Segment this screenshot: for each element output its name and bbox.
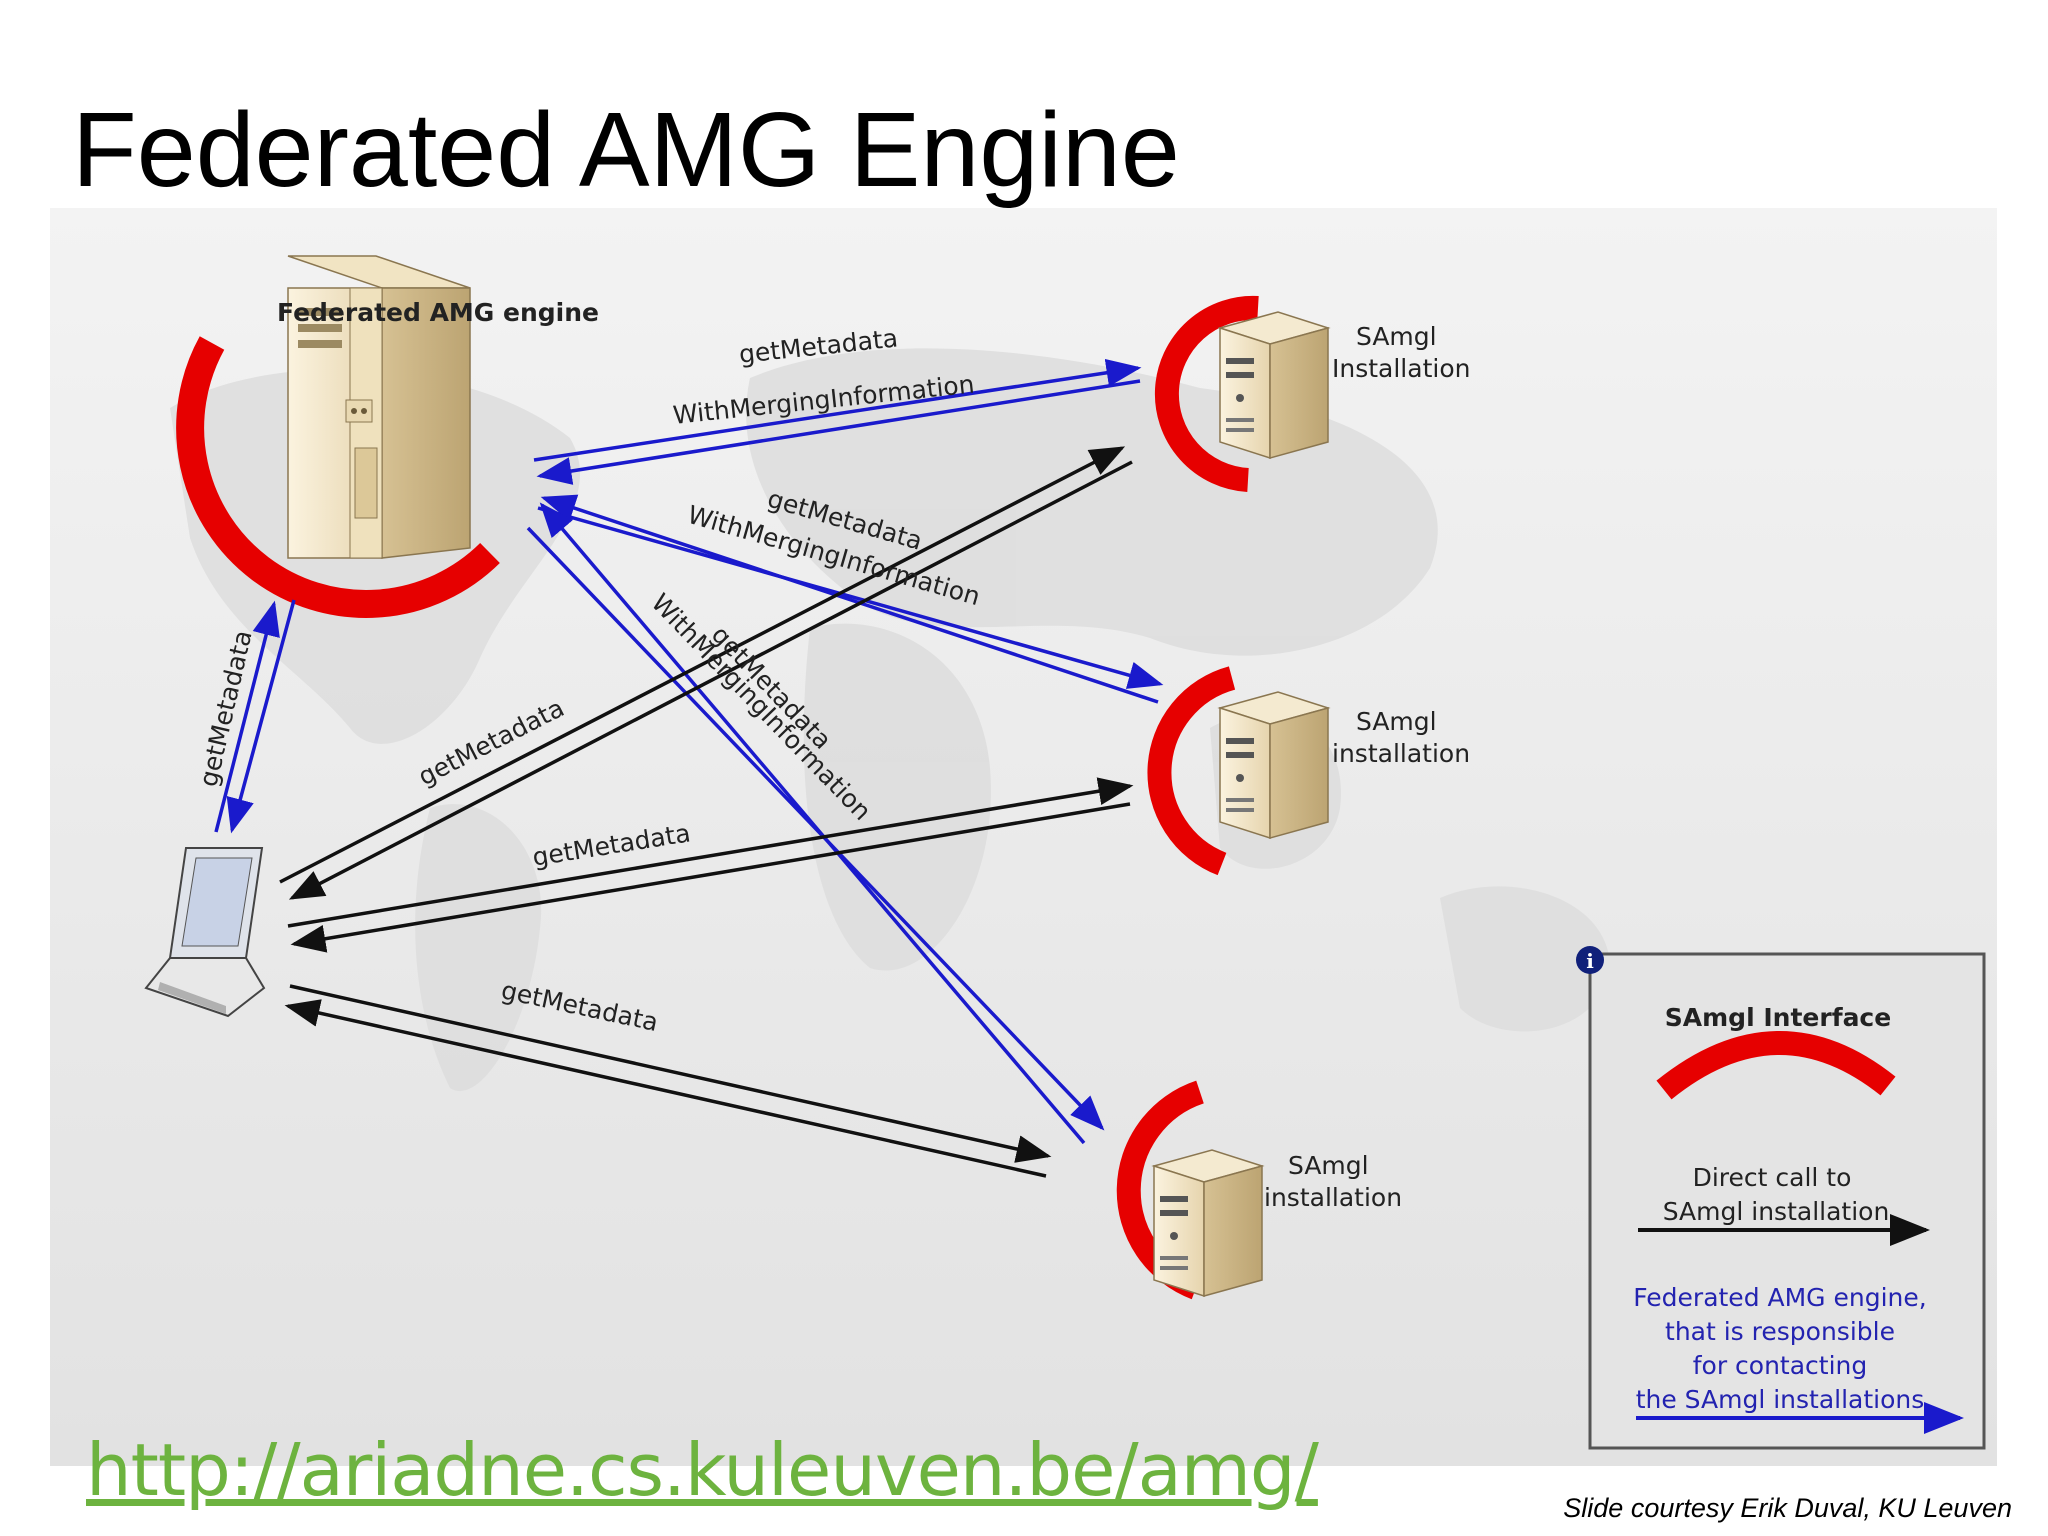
legend-direct-line1: Direct call to <box>1693 1163 1852 1192</box>
arrow-client-to-middle <box>287 777 1134 928</box>
federated-arrows <box>214 358 1164 1145</box>
legend-fed-line1: Federated AMG engine, <box>1633 1283 1926 1312</box>
info-icon: i <box>1576 946 1604 974</box>
engine-interface-arc <box>176 336 500 618</box>
server-box-icon <box>1217 691 1331 840</box>
interface-arc-top <box>1154 295 1259 492</box>
legend-fed-line4: the SAmgl installations <box>1636 1385 1925 1414</box>
slide-credit: Slide courtesy Erik Duval, KU Leuven <box>1563 1493 2012 1523</box>
arrow-client-to-bottom <box>289 984 1052 1163</box>
arrow-bottom-to-client <box>284 999 1047 1178</box>
samgl-installation-bottom: SAmgl installation <box>1116 1080 1402 1300</box>
arrow-engine-to-top <box>533 358 1142 462</box>
installation-bottom-line2: installation <box>1264 1183 1402 1212</box>
interface-arc-middle <box>1147 666 1236 876</box>
legend-box: i SAmgl Interface Direct call to SAmgl i… <box>1576 946 1986 1450</box>
arrow-middle-to-engine <box>540 494 1159 704</box>
legend-fed-line2: that is responsible <box>1665 1317 1895 1346</box>
installation-middle-line1: SAmgl <box>1356 707 1437 736</box>
samgl-installation-top: SAmgl Installation <box>1154 295 1470 492</box>
samgl-installation-middle: SAmgl installation <box>1147 666 1470 876</box>
server-box-icon <box>1151 1149 1265 1298</box>
diagram: Federated AMG engine SAmgl Installation <box>50 208 1997 1466</box>
arrow-engine-to-client <box>226 599 296 834</box>
arrow-top-to-client <box>288 460 1133 900</box>
slide-title: Federated AMG Engine <box>72 91 1180 209</box>
direct-arrows <box>279 446 1134 1178</box>
arrow-engine-to-middle <box>537 506 1164 689</box>
legend-fed-line3: for contacting <box>1693 1351 1868 1380</box>
arrow-top-to-engine <box>536 379 1141 485</box>
arrow-client-to-engine <box>214 600 280 833</box>
arrow-client-to-top <box>279 446 1126 884</box>
legend-title: SAmgl Interface <box>1665 1003 1891 1032</box>
server-box-icon <box>1217 311 1331 460</box>
installation-top-line1: SAmgl <box>1356 322 1437 351</box>
installation-middle-line2: installation <box>1332 739 1470 768</box>
server-tower-icon <box>287 255 471 559</box>
arrow-bottom-to-engine <box>539 502 1086 1145</box>
installation-bottom-line1: SAmgl <box>1288 1151 1369 1180</box>
laptop-icon <box>144 847 266 1018</box>
url-link[interactable]: http://ariadne.cs.kuleuven.be/amg/ <box>86 1428 1319 1512</box>
legend-interface-arc <box>1656 1031 1896 1100</box>
arrow-middle-to-client <box>290 802 1131 953</box>
svg-text:i: i <box>1586 949 1594 973</box>
installation-top-line2: Installation <box>1332 354 1470 383</box>
legend-direct-line2: SAmgl installation <box>1663 1197 1890 1226</box>
federated-amg-engine: Federated AMG engine <box>176 255 599 618</box>
engine-label: Federated AMG engine <box>277 298 599 327</box>
